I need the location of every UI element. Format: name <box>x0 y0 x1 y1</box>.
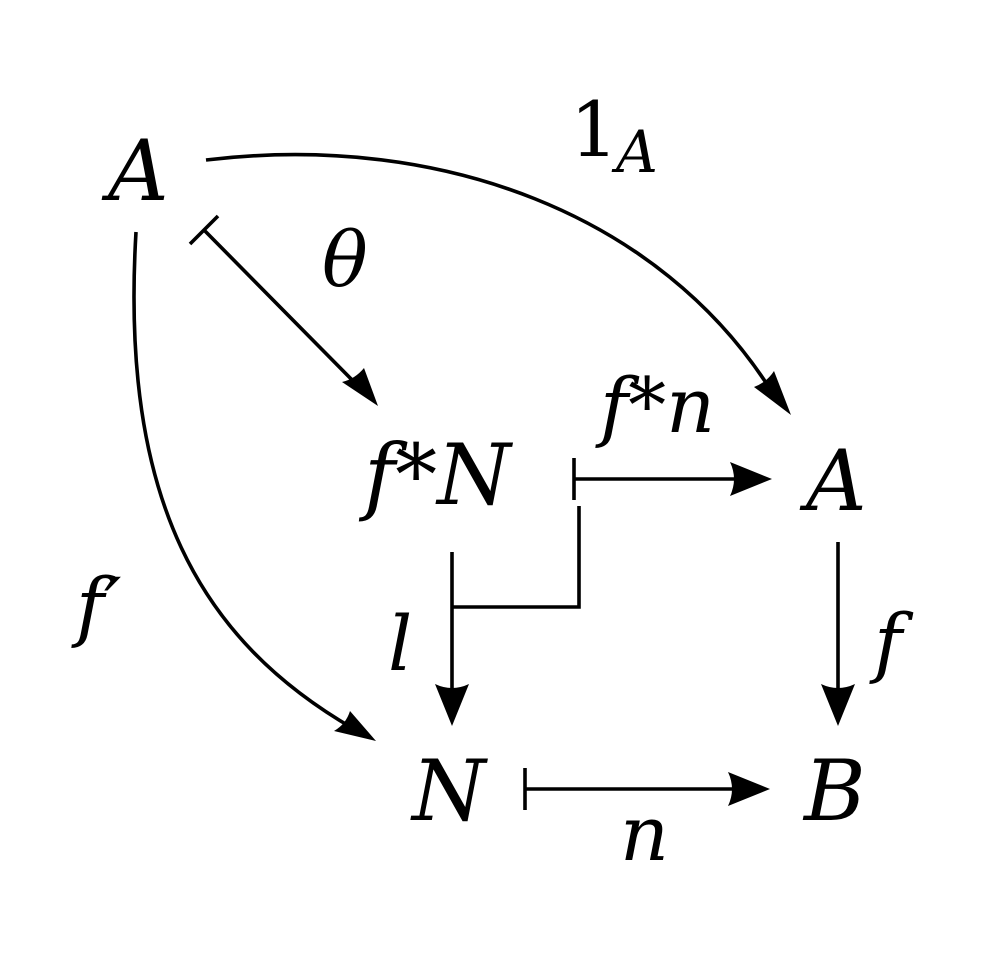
label-one: 1 <box>570 85 618 174</box>
label-f: f <box>869 597 914 686</box>
label-l: l <box>388 599 412 688</box>
object-a-mid: A <box>799 432 867 530</box>
arrow-f <box>821 542 855 726</box>
object-b: B <box>802 742 866 840</box>
object-f-star-n: f*N <box>358 426 513 524</box>
arrow-f-star-n <box>572 458 772 500</box>
arrow-f-prime <box>132 231 376 741</box>
label-one-subscript: A <box>611 118 658 186</box>
object-n: N <box>410 742 488 840</box>
object-a-top: A <box>101 122 169 220</box>
label-f-star-n: f*n <box>595 361 715 450</box>
arrow-one-a <box>205 152 791 415</box>
label-theta: θ <box>322 215 368 304</box>
arrow-theta <box>188 214 378 406</box>
label-f-prime: f′ <box>71 561 121 650</box>
arrow-l <box>435 552 469 726</box>
arrow-n <box>523 768 770 810</box>
label-n: n <box>620 789 669 878</box>
pullback-corner-mark <box>452 506 581 609</box>
